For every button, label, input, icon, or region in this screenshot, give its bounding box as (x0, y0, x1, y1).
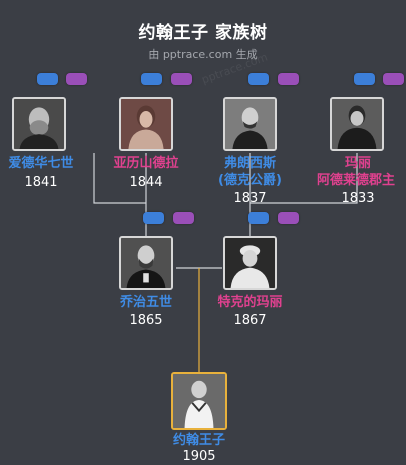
mary-adelaide-portrait-image (332, 99, 382, 149)
george-portrait[interactable] (119, 236, 173, 290)
mary-teck-birth-year: 1867 (233, 313, 267, 328)
alexandra-portrait-image (121, 99, 171, 149)
mary-teck-name[interactable]: 特克的玛丽 (217, 295, 283, 310)
mary-adelaide-name-line2[interactable]: 阿德莱德郡主 (316, 173, 395, 188)
connector-edward (93, 153, 146, 204)
george-birth-year: 1865 (129, 313, 163, 328)
mary-teck-mother-toggle[interactable] (278, 212, 299, 224)
george-name[interactable]: 乔治五世 (119, 295, 172, 310)
alexandra-father-toggle[interactable] (141, 73, 162, 85)
edward-father-toggle[interactable] (37, 73, 58, 85)
francis-portrait[interactable] (223, 97, 277, 151)
mary-teck-portrait-image (225, 238, 275, 288)
edward-portrait[interactable] (12, 97, 66, 151)
george-portrait-image (121, 238, 171, 288)
alexandra-portrait[interactable] (119, 97, 173, 151)
connector-mary-adelaide (250, 153, 358, 204)
mary-teck-father-toggle[interactable] (248, 212, 269, 224)
edward-portrait-image (14, 99, 64, 149)
mary-adelaide-birth-year: 1833 (341, 191, 375, 206)
edward-mother-toggle[interactable] (66, 73, 87, 85)
mary-teck-portrait[interactable] (223, 236, 277, 290)
john-name[interactable]: 约翰王子 (172, 433, 225, 448)
george-mother-toggle[interactable] (173, 212, 194, 224)
francis-birth-year: 1837 (233, 191, 267, 206)
mary-adelaide-mother-toggle[interactable] (383, 73, 404, 85)
alexandra-name[interactable]: 亚历山德拉 (113, 156, 179, 171)
edward-birth-year: 1841 (24, 175, 58, 190)
john-portrait[interactable] (171, 372, 227, 430)
mary-adelaide-name-line1[interactable]: 玛丽 (344, 156, 371, 171)
alexandra-birth-year: 1844 (129, 175, 163, 190)
alexandra-mother-toggle[interactable] (171, 73, 192, 85)
mary-adelaide-portrait[interactable] (330, 97, 384, 151)
page-title: 约翰王子 家族树 (138, 23, 268, 43)
francis-father-toggle[interactable] (248, 73, 269, 85)
edward-name[interactable]: 爱德华七世 (8, 156, 74, 171)
george-father-toggle[interactable] (143, 212, 164, 224)
page-subtitle: 由 pptrace.com 生成 (148, 48, 258, 61)
francis-portrait-image (225, 99, 275, 149)
francis-mother-toggle[interactable] (278, 73, 299, 85)
francis-name-line1[interactable]: 弗朗西斯 (223, 156, 276, 171)
john-portrait-image (173, 374, 225, 428)
francis-name-line2[interactable]: (德克公爵) (218, 173, 282, 188)
mary-adelaide-father-toggle[interactable] (354, 73, 375, 85)
john-birth-year: 1905 (182, 449, 216, 464)
